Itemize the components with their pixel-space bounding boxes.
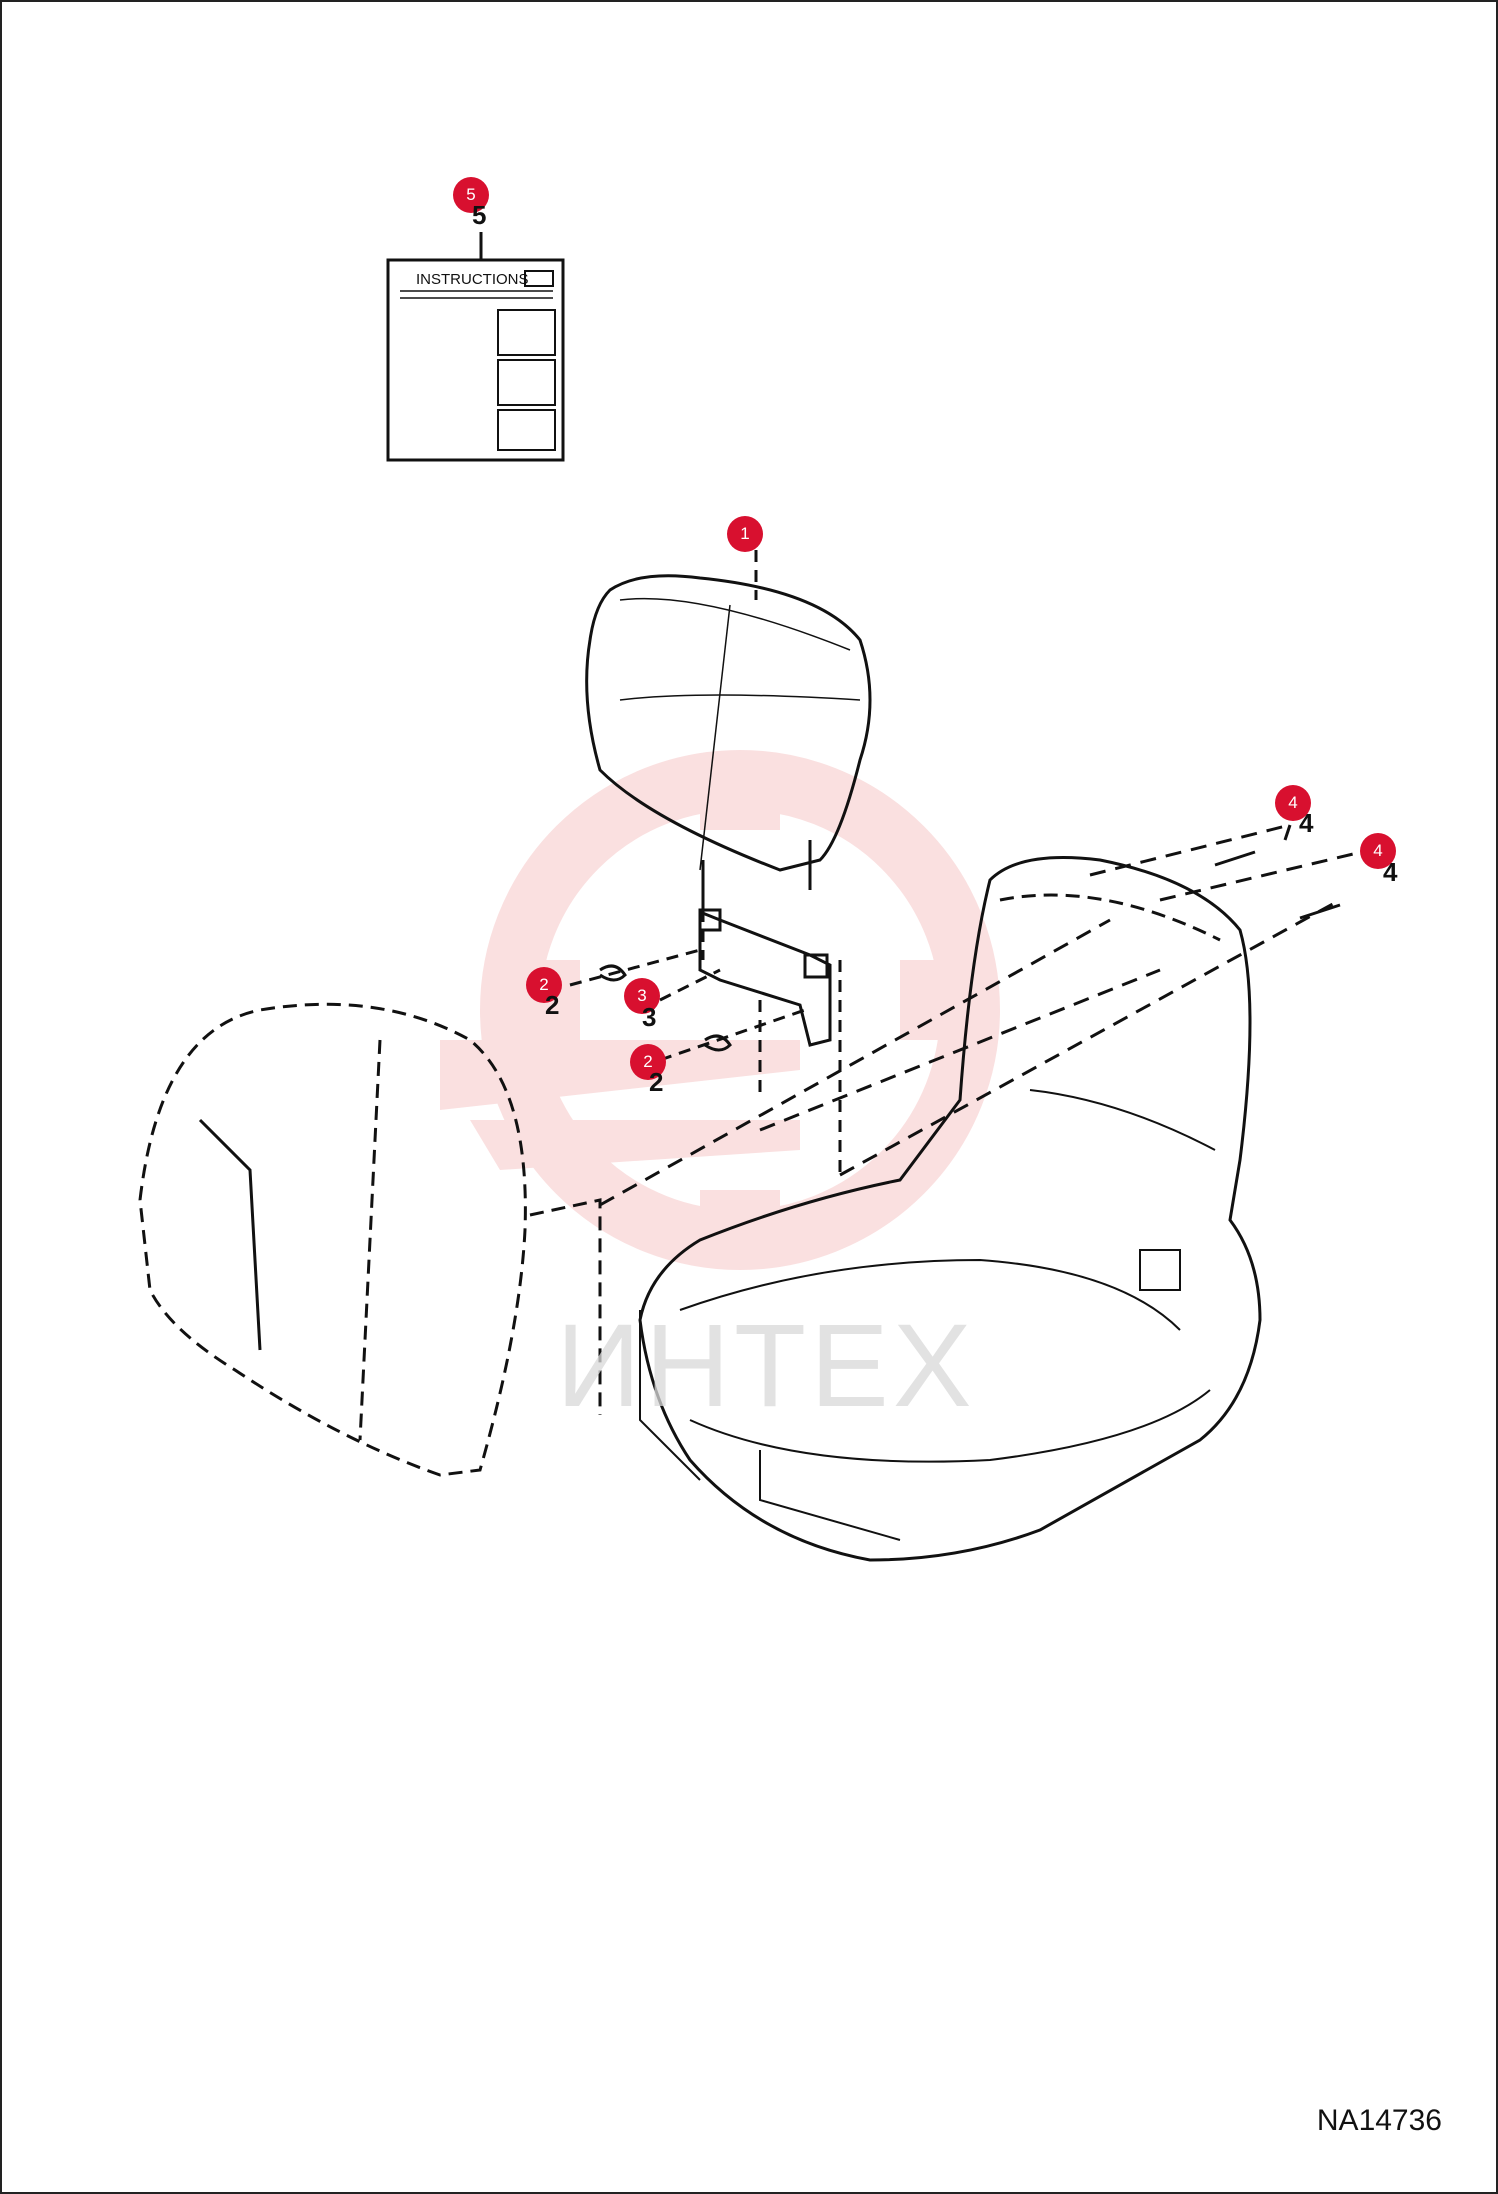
seat-back-cover — [138, 1002, 602, 1477]
part-number-5: 5 — [472, 200, 487, 230]
callout-2-upper[interactable]: 2 — [526, 967, 562, 1003]
callout-2-lower[interactable]: 2 — [630, 1044, 666, 1080]
callout-4-upper[interactable]: 4 — [1275, 785, 1311, 821]
part-number-2-upper: 2 — [545, 990, 560, 1020]
watermark-text: ИНТЕХ — [556, 1300, 976, 1432]
part-number-4-upper: 4 — [1299, 808, 1314, 838]
watermark-gear — [440, 750, 1000, 1270]
callout-5[interactable]: 5 — [453, 177, 489, 213]
operator-seat — [638, 856, 1262, 1562]
callout-1[interactable]: 1 — [727, 516, 763, 552]
retaining-clips — [569, 948, 806, 1062]
part-number-4-lower: 4 — [1383, 857, 1398, 887]
instructions-title: INSTRUCTIONS — [416, 271, 529, 288]
callout-4-lower[interactable]: 4 — [1360, 833, 1396, 869]
instructions-sheet — [386, 232, 565, 462]
part-number-2-lower: 2 — [649, 1067, 664, 1097]
part-number-3: 3 — [642, 1002, 657, 1032]
figure-id: NA14736 — [1316, 2104, 1442, 2137]
mounting-bolts — [1214, 824, 1341, 920]
headrest — [585, 550, 872, 910]
callout-3[interactable]: 3 — [624, 978, 660, 1014]
alignment-lines — [599, 823, 1371, 1207]
